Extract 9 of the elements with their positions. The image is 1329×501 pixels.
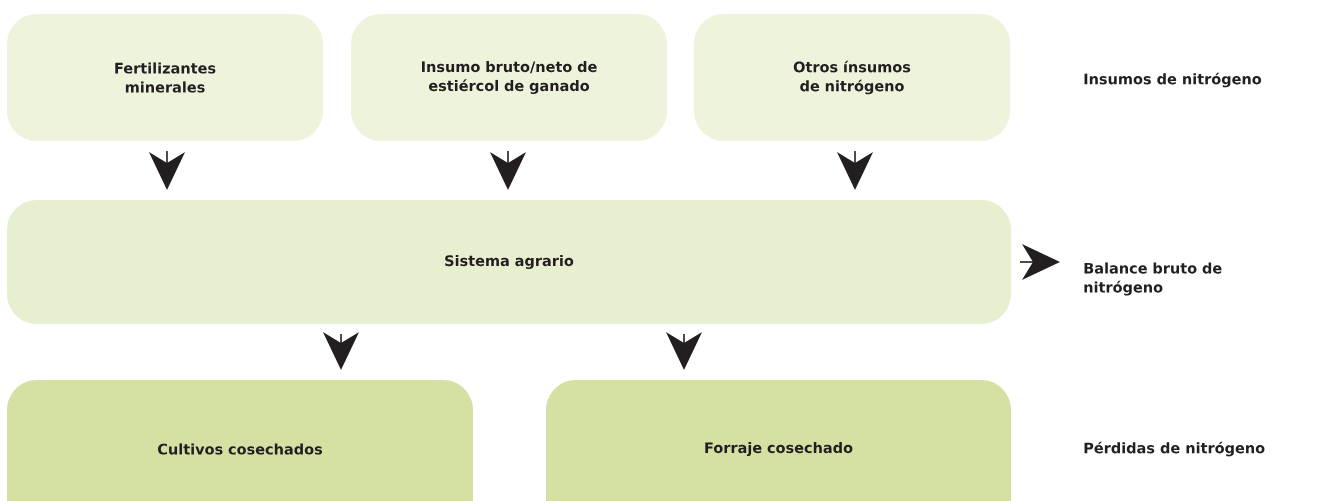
process-box: Sistema agrario xyxy=(7,200,1011,324)
outcome-label: Balance bruto de nitrógeno xyxy=(1084,262,1222,296)
process-box: Cultivos cosechados xyxy=(7,380,473,501)
process-box: Fertilizantes minerales xyxy=(7,14,323,141)
process-box: Insumo bruto/neto de estiércol de ganado xyxy=(351,14,667,141)
level-label: Pérdidas de nitrógeno xyxy=(1084,441,1265,457)
level-label: Insumos de nitrógeno xyxy=(1084,72,1262,88)
process-box: Forraje cosechado xyxy=(546,380,1011,501)
process-box: Otros ínsumos de nitrógeno xyxy=(694,14,1010,141)
